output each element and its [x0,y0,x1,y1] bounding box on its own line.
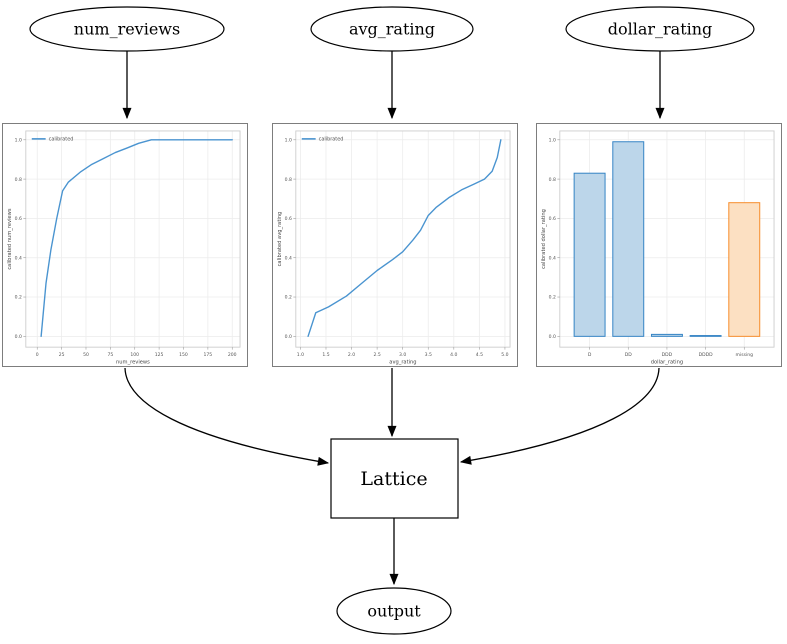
tick-label-y: 0.4 [549,255,556,261]
edge-plot3-to-lattice [459,367,660,465]
tick-label-y: 1.0 [15,137,22,143]
bar-DDD [650,333,683,337]
tick-label-y: 0.0 [549,334,556,340]
node-avg-rating-label: avg_rating [349,20,435,39]
tick-label-x: 175 [204,352,213,358]
tick-label-y: 1.0 [549,137,556,143]
calibration-plot-avg-rating: 1.0 1.5 2.0 2.5 3.0 3.5 4.0 4.5 5.0 0.0 0.2 0.4 0.6 0… [272,123,518,367]
tick-label-y: 0.8 [15,177,22,183]
tick-label-y: 0.4 [15,255,22,261]
legend-label: calibrated [319,137,344,143]
node-dollar-rating-ellipse [565,6,755,52]
node-lattice-box [330,438,459,519]
edge-plot1-to-lattice [124,367,330,466]
node-avg-rating-ellipse [310,6,474,52]
node-output-ellipse [336,587,452,635]
tick-label-y: 0.0 [15,334,22,340]
tick-label-x: 2.5 [373,352,380,358]
node-num-reviews-ellipse [29,6,225,52]
bar-DDDD [689,335,722,337]
bar-DD [612,141,645,337]
tick-label-y: 0.6 [549,216,556,222]
tick-label-y: 0.8 [549,177,556,183]
tick-label-y: 0.4 [285,255,292,261]
calibrated-line [40,139,233,338]
tick-label-x: 3.5 [425,352,432,358]
y-axis-label: calibrated dollar_rating [541,209,547,269]
axes-frame [25,130,241,348]
tick-label-y: 0.6 [285,216,292,222]
tick-label-x: 0 [36,352,39,358]
tick-label-x: 3.0 [399,352,406,358]
tick-label-x: 100 [130,352,139,358]
tick-label-y: 0.8 [285,177,292,183]
tick-label-y: 0.2 [15,295,22,301]
tick-label-x: DD [625,352,633,358]
tick-label-x: 2.0 [348,352,355,358]
tick-label-x: 1.0 [297,352,304,358]
chart-svg: 0 25 50 75 100 125 150 175 200 0.0 0.2 0.4 0.6 0.8 1.0… [7,130,241,366]
node-output-label: output [367,602,421,621]
chart-svg: 1.0 1.5 2.0 2.5 3.0 3.5 4.0 4.5 5.0 0.0 0.2 0.4 0.6 0… [277,130,511,366]
tick-label-x: missing [736,352,754,358]
tick-label-x: 5.0 [501,352,508,358]
y-axis-label: calibrated avg_rating [277,212,283,267]
tick-label-y: 0.2 [549,295,556,301]
bar-missing [728,202,761,337]
tick-label-x: 150 [179,352,188,358]
tick-label-y: 0.6 [15,216,22,222]
tick-label-x: 50 [83,352,89,358]
bar-D [573,172,606,337]
y-axis-label: calibrated num_reviews [7,208,13,270]
tick-label-y: 0.0 [285,334,292,340]
legend-label: calibrated [49,137,74,143]
tick-label-y: 0.2 [285,295,292,301]
tick-label-x: 1.5 [322,352,329,358]
tick-label-x: 75 [107,352,113,358]
node-dollar-rating-label: dollar_rating [608,20,713,39]
tick-label-x: DDDD [699,352,714,358]
tick-label-x: 125 [155,352,164,358]
tick-label-x: 200 [228,352,237,358]
x-axis-label: dollar_rating [651,360,683,366]
calibration-plot-num-reviews: 0 25 50 75 100 125 150 175 200 0.0 0.2 0.4 0.6 0.8 1.0… [2,123,248,367]
x-axis-label: num_reviews [116,360,150,366]
node-lattice-label: Lattice [360,468,427,490]
tick-label-x: DDD [662,352,673,358]
x-axis-label: avg_rating [389,360,416,366]
tick-label-x: 25 [59,352,65,358]
tick-label-x: 4.0 [450,352,457,358]
tick-label-x: 4.5 [476,352,483,358]
tick-label-x: D [588,352,592,358]
calibrated-line [307,139,502,338]
tick-label-y: 1.0 [285,137,292,143]
node-num-reviews-label: num_reviews [74,20,180,39]
